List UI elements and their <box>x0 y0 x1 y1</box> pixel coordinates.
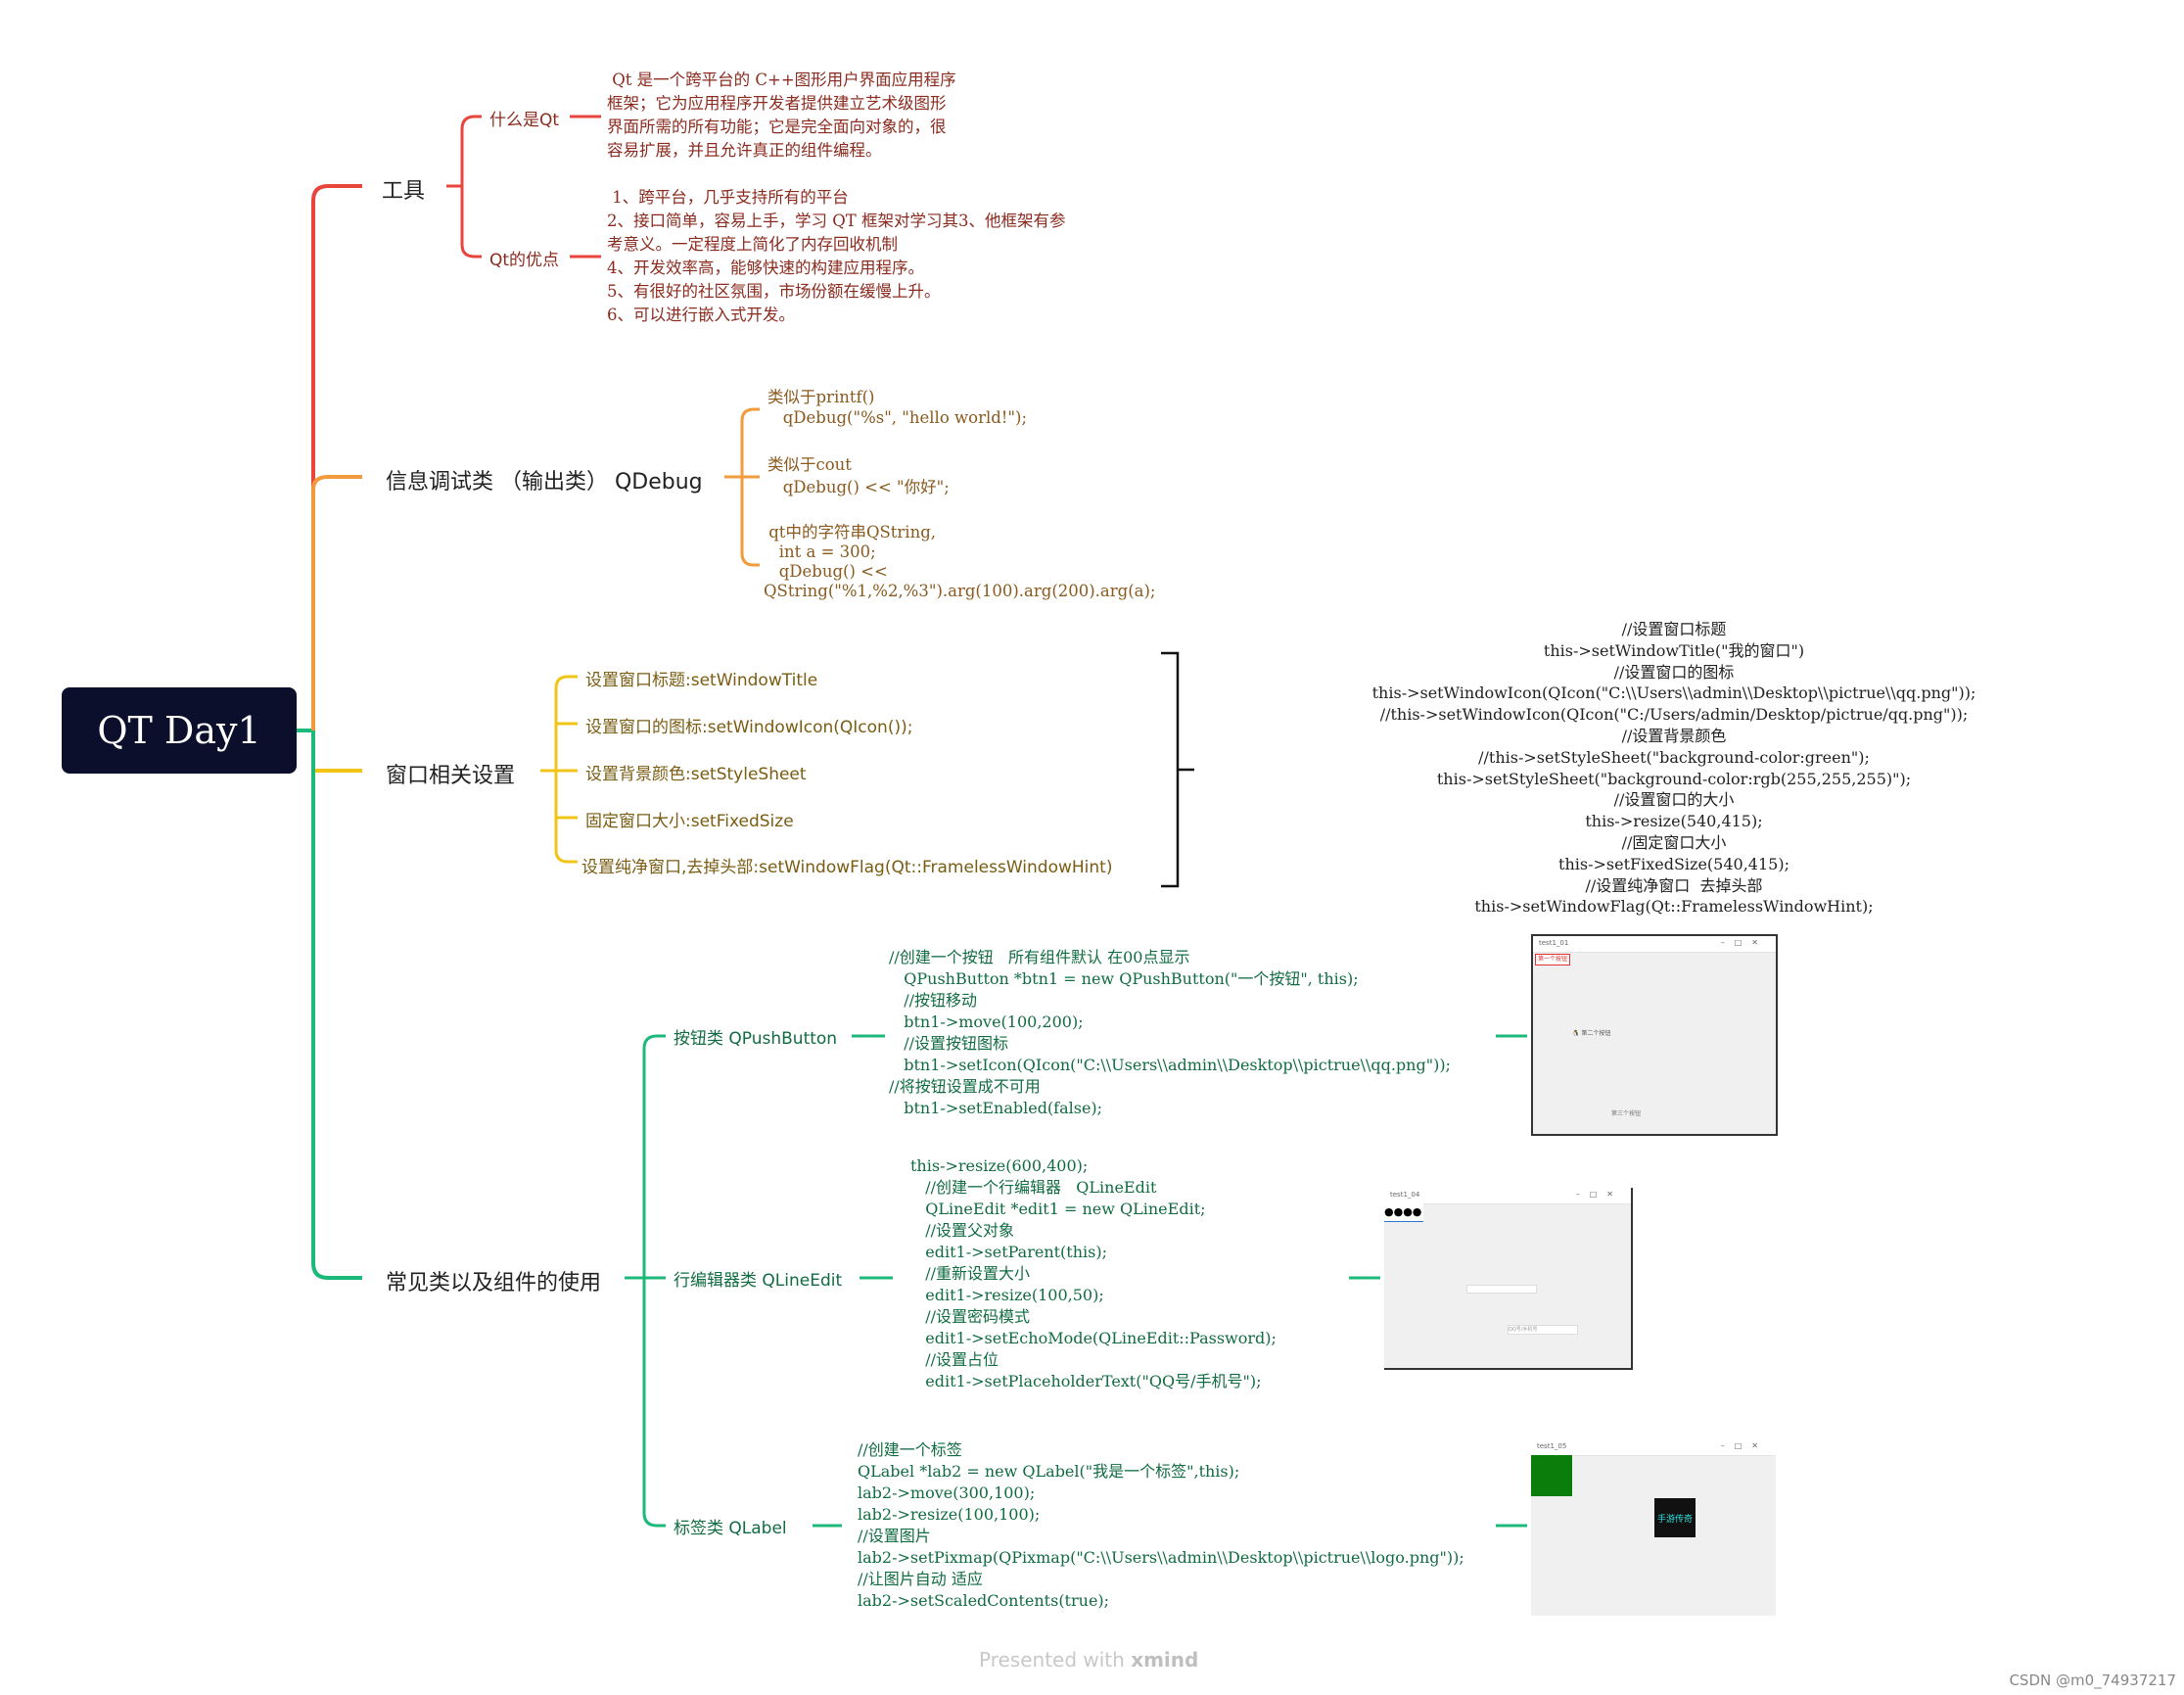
shot-green-label <box>1531 1455 1572 1496</box>
shot-button-1: 第一个按钮 <box>1535 954 1570 965</box>
screenshot-qpushbutton: test1_01 –□✕ 第一个按钮 🐧 第二个按钮 第三个按钮 <box>1531 934 1778 1136</box>
screenshot-qlineedit: test1_04 –□✕ ●●●● QQ号/手机号 <box>1384 1188 1633 1370</box>
node-tools[interactable]: 工具 <box>382 179 426 204</box>
window-code-summary: //设置窗口标题 this->setWindowTitle("我的窗口") //… <box>1371 620 1976 917</box>
note-debug-qstring: qt中的字符串QString, int a = 300; qDebug() <<… <box>764 523 1156 600</box>
screenshot-qlabel: test1_05 –□✕ 手游传奇 <box>1531 1439 1776 1616</box>
item-fixed-size[interactable]: 固定窗口大小:setFixedSize <box>585 812 794 831</box>
node-qlineedit[interactable]: 行编辑器类 QLineEdit <box>674 1271 843 1291</box>
watermark: CSDN @m0_74937217 <box>2009 1671 2176 1689</box>
node-what-is-qt[interactable]: 什么是Qt <box>489 111 560 130</box>
window-title: test1_04 <box>1390 1191 1420 1199</box>
root-title: QT Day1 <box>97 709 261 752</box>
window-titlebar: test1_05 –□✕ <box>1531 1439 1776 1456</box>
window-controls: –□✕ <box>1720 938 1768 947</box>
item-bg-color[interactable]: 设置背景颜色:setStyleSheet <box>585 765 807 784</box>
node-qpushbutton[interactable]: 按钮类 QPushButton <box>674 1029 838 1049</box>
item-window-icon[interactable]: 设置窗口的图标:setWindowIcon(QIcon()); <box>585 718 913 737</box>
node-widgets[interactable]: 常见类以及组件的使用 <box>386 1271 602 1295</box>
note-debug-printf: 类似于printf() qDebug("%s", "hello world!")… <box>767 388 1028 427</box>
node-qlabel[interactable]: 标签类 QLabel <box>674 1519 787 1538</box>
note-qt-pros: 1、跨平台，几乎支持所有的平台 2、接口简单，容易上手，学习 QT 框架对学习其… <box>607 188 1066 324</box>
code-qlineedit: this->resize(600,400); //创建一个行编辑器 QLineE… <box>910 1156 1277 1390</box>
item-frameless[interactable]: 设置纯净窗口,去掉头部:setWindowFlag(Qt::FramelessW… <box>581 858 1113 877</box>
node-qt-pros[interactable]: Qt的优点 <box>489 251 560 270</box>
root-node[interactable]: QT Day1 <box>62 687 297 774</box>
node-window-settings[interactable]: 窗口相关设置 <box>386 764 516 788</box>
shot-logo-image: 手游传奇 <box>1654 1498 1696 1537</box>
window-controls: –□✕ <box>1720 1441 1768 1450</box>
shot-placeholder-field: QQ号/手机号 <box>1508 1325 1578 1335</box>
footer-text: Presented with <box>979 1648 1132 1671</box>
shot-line-edit <box>1466 1285 1537 1294</box>
xmind-logo: xmind <box>1131 1648 1199 1671</box>
shot-button-2: 🐧 第二个按钮 <box>1572 1030 1611 1037</box>
note-debug-cout: 类似于cout qDebug() << "你好"; <box>767 455 950 496</box>
shot-password-field: ●●●● <box>1384 1203 1423 1222</box>
window-titlebar: test1_04 –□✕ <box>1384 1188 1631 1204</box>
footer-presented: Presented with xmind <box>979 1648 1198 1671</box>
code-qpushbutton: //创建一个按钮 所有组件默认 在00点显示 QPushButton *btn1… <box>889 948 1451 1117</box>
window-title: test1_01 <box>1539 939 1569 947</box>
window-controls: –□✕ <box>1575 1190 1623 1199</box>
shot-button-3: 第三个按钮 <box>1611 1110 1642 1117</box>
note-what-is-qt: Qt 是一个跨平台的 C++图形用户界面应用程序 框架；它为应用程序开发者提供建… <box>607 71 956 160</box>
node-qdebug[interactable]: 信息调试类 （输出类） QDebug <box>386 470 703 494</box>
item-window-title[interactable]: 设置窗口标题:setWindowTitle <box>585 671 818 690</box>
window-title: test1_05 <box>1537 1442 1567 1450</box>
window-titlebar: test1_01 –□✕ <box>1533 936 1776 953</box>
code-qlabel: //创建一个标签 QLabel *lab2 = new QLabel("我是一个… <box>858 1440 1464 1610</box>
